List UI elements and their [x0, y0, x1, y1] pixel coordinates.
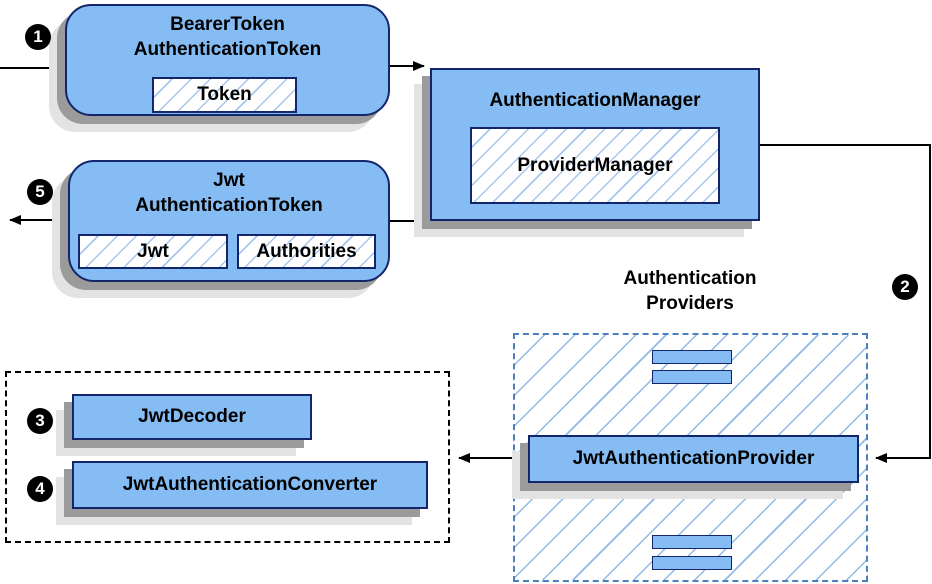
provider-slot-bar	[652, 370, 732, 384]
provider-slot-bar	[652, 350, 732, 364]
jwt-token-title-line2: AuthenticationToken	[135, 195, 323, 216]
step-badge-1: 1	[25, 24, 51, 50]
jwt-chip: Jwt	[78, 234, 228, 269]
provider-manager-chip: ProviderManager	[470, 127, 720, 204]
step-badge-2: 2	[892, 274, 918, 300]
jwt-token-title-line1: Jwt	[213, 170, 245, 191]
authorities-chip-label: Authorities	[256, 241, 357, 262]
arrow-manager-to-provider	[760, 144, 931, 463]
authentication-providers-label: Authentication Providers	[590, 266, 790, 316]
step-2-number: 2	[900, 277, 910, 296]
step-badge-4: 4	[27, 476, 53, 502]
jwt-authentication-provider-title: JwtAuthenticationProvider	[572, 448, 815, 469]
step-badge-3: 3	[27, 408, 53, 434]
authorities-chip: Authorities	[237, 234, 376, 269]
authentication-manager-node: AuthenticationManager ProviderManager	[430, 68, 760, 221]
bearer-token-authentication-token-node: BearerToken AuthenticationToken Token	[65, 4, 390, 116]
provider-slot-bar	[652, 535, 732, 549]
authentication-manager-title: AuthenticationManager	[489, 90, 701, 111]
jwt-decoder-title: JwtDecoder	[138, 406, 246, 427]
step-3-number: 3	[35, 411, 45, 430]
providers-label-line2: Providers	[646, 293, 734, 314]
jwt-chip-label: Jwt	[137, 241, 169, 262]
provider-manager-chip-label: ProviderManager	[517, 155, 673, 176]
token-chip: Token	[152, 77, 297, 113]
bearer-token-title-line1: BearerToken	[170, 14, 285, 35]
jwt-authentication-provider-node: JwtAuthenticationProvider	[528, 435, 859, 483]
providers-label-line1: Authentication	[623, 268, 757, 289]
token-chip-label: Token	[197, 84, 252, 105]
jwt-authentication-converter-title: JwtAuthenticationConverter	[122, 474, 378, 495]
provider-slot-bar	[652, 556, 732, 570]
jwt-authentication-converter-node: JwtAuthenticationConverter	[72, 461, 428, 509]
step-1-number: 1	[33, 27, 43, 46]
step-badge-5: 5	[27, 179, 53, 205]
bearer-token-title-line2: AuthenticationToken	[133, 39, 322, 60]
decoder-converter-group	[5, 371, 450, 543]
step-4-number: 4	[35, 479, 45, 498]
step-5-number: 5	[35, 182, 45, 201]
jwt-authentication-token-node: Jwt AuthenticationToken Jwt Authorities	[68, 160, 390, 282]
jwt-decoder-node: JwtDecoder	[72, 394, 312, 440]
